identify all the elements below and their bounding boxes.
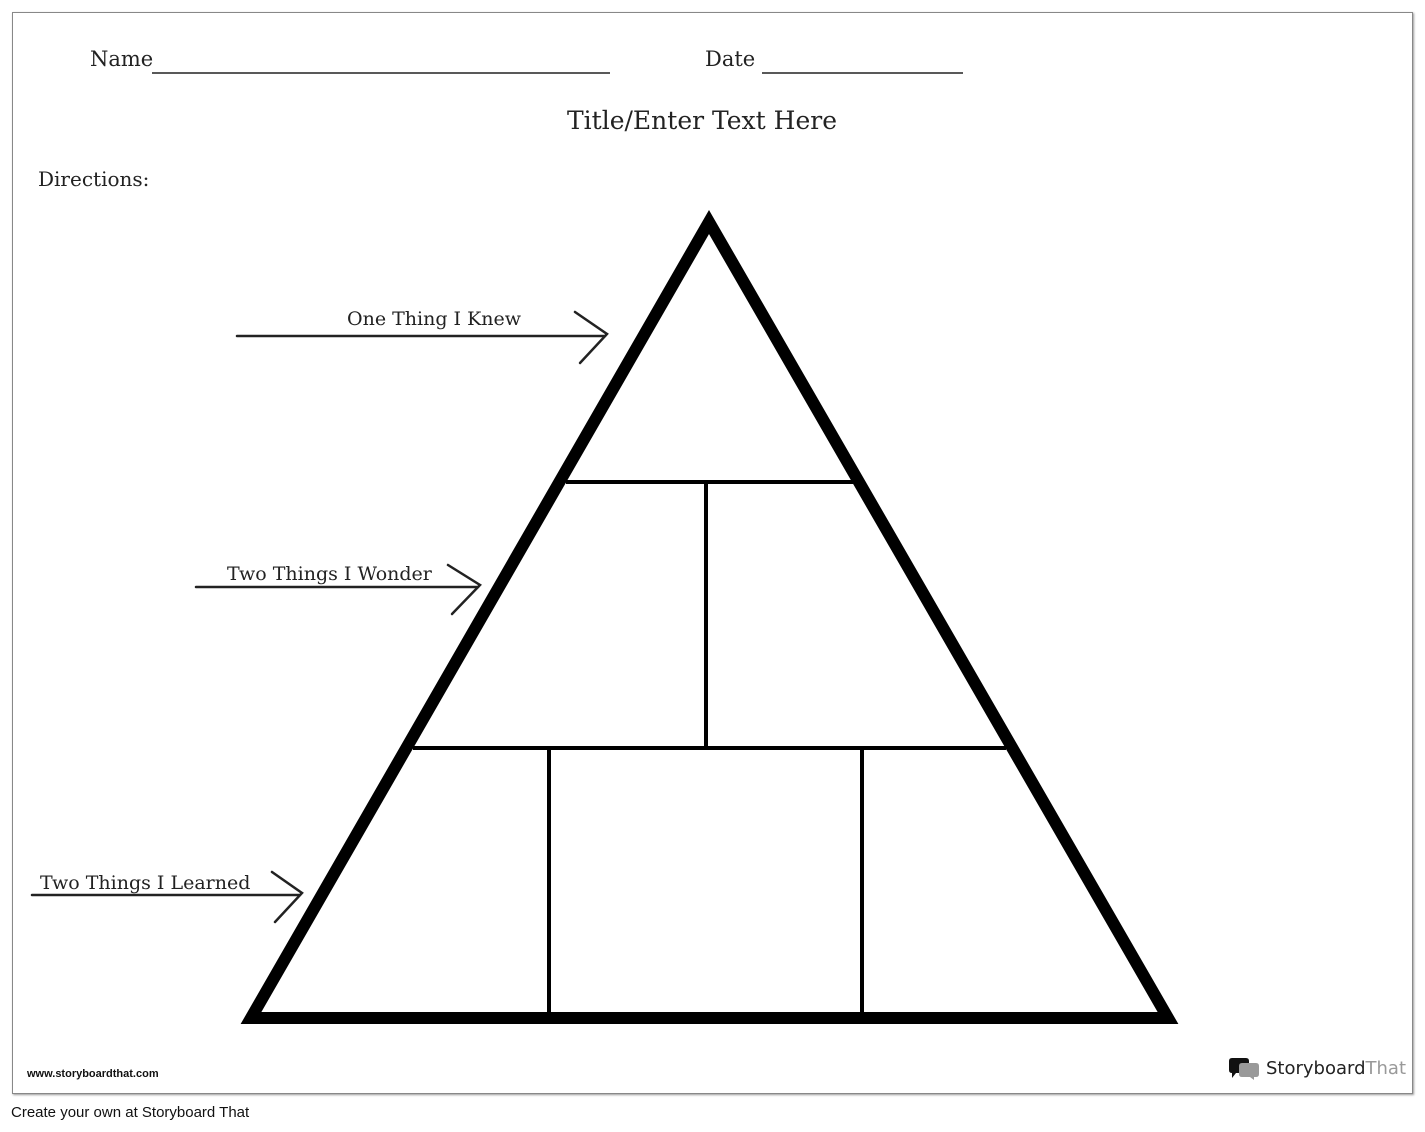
arrow-two-things-learned [30,870,304,924]
storyboardthat-logo[interactable]: StoryboardThat [1228,1056,1406,1080]
create-your-own-link[interactable]: Create your own at Storyboard That [11,1104,250,1121]
label-one-thing-knew: One Thing I Knew [347,308,522,330]
logo-text-accent: That [1365,1057,1407,1079]
directions-label: Directions: [38,167,150,191]
page-title[interactable]: Title/Enter Text Here [567,106,837,135]
name-label: Name [90,47,154,71]
label-two-things-learned: Two Things I Learned [40,872,251,894]
speech-bubbles-icon [1229,1058,1259,1080]
date-label: Date [705,47,756,71]
arrow-two-things-wonder [194,563,482,616]
logo-text-main: Storyboard [1266,1057,1366,1079]
arrow-one-thing-knew [235,310,609,365]
pyramid-outline [240,209,1179,1024]
website-url[interactable]: www.storyboardthat.com [27,1068,159,1080]
label-two-things-wonder: Two Things I Wonder [227,563,432,585]
